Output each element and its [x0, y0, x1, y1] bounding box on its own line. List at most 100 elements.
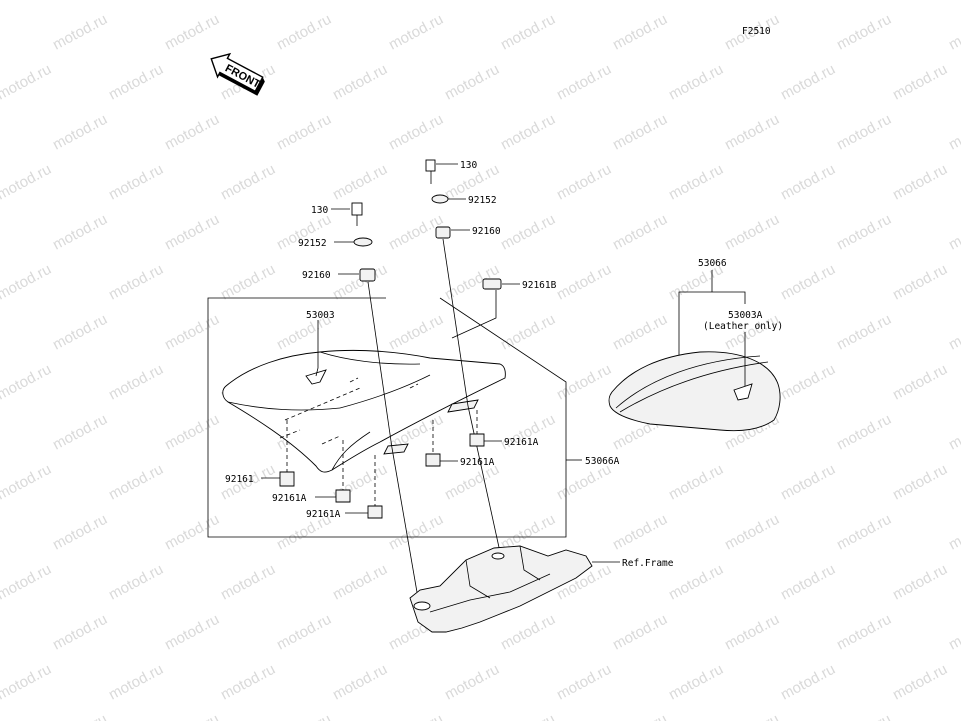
watermark-text: motod.ru — [778, 361, 838, 404]
callout-ref-frame: Ref.Frame — [622, 558, 674, 569]
watermark-text: motod.ru — [890, 61, 950, 104]
watermark-text: motod.ru — [0, 261, 54, 304]
watermark-text: motod.ru — [106, 561, 166, 604]
watermark-text: motod.ru — [386, 11, 446, 54]
watermark-text: motod.ru — [106, 161, 166, 204]
watermark-text: motod.ru — [498, 211, 558, 254]
watermark-text: motod.ru — [330, 661, 390, 704]
watermark-text: motod.ru — [610, 511, 670, 554]
watermark-text: motod.ru — [890, 561, 950, 604]
watermark-text: motod.ru — [666, 461, 726, 504]
watermark-text: motod.ru — [106, 461, 166, 504]
watermark-text: motod.ru — [778, 461, 838, 504]
watermark-text: motod.ru — [218, 0, 278, 4]
watermark-text: motod.ru — [610, 711, 670, 721]
watermark-text: motod.ru — [890, 0, 950, 4]
leader-lines — [261, 163, 520, 514]
watermark-text: motod.ru — [554, 261, 614, 304]
watermark-text: motod.ru — [274, 611, 334, 654]
watermark-text: motod.ru — [554, 0, 614, 4]
callout-92161a-2: 92161A — [306, 509, 341, 520]
damper-icons — [279, 410, 485, 519]
watermark-text: motod.ru — [610, 211, 670, 254]
watermark-text: motod.ru — [162, 711, 222, 721]
watermark-text: motod.ru — [666, 61, 726, 104]
watermark-text: motod.ru — [946, 511, 961, 554]
seat-cover — [608, 332, 781, 432]
watermark-text: motod.ru — [162, 211, 222, 254]
watermark-text: motod.ru — [218, 661, 278, 704]
rider-seat — [222, 349, 506, 473]
watermark-text: motod.ru — [0, 0, 54, 4]
watermark-text: motod.ru — [666, 561, 726, 604]
watermark-text: motod.ru — [274, 711, 334, 721]
watermark-text: motod.ru — [666, 661, 726, 704]
watermark-text: motod.ru — [666, 0, 726, 4]
callout-92161a-3: 92161A — [460, 457, 495, 468]
rear-frame — [409, 545, 620, 633]
watermark-text: motod.ru — [330, 0, 390, 4]
watermark-text: motod.ru — [554, 661, 614, 704]
watermark-text: motod.ru — [778, 161, 838, 204]
watermark-text: motod.ru — [106, 361, 166, 404]
watermark-text: motod.ru — [106, 0, 166, 4]
watermark-text: motod.ru — [834, 611, 894, 654]
watermark-text: motod.ru — [498, 711, 558, 721]
left-fastener-stack — [351, 202, 419, 599]
callout-130-left: 130 — [311, 205, 328, 216]
callout-92152-left: 92152 — [298, 238, 327, 249]
watermark-text: motod.ru — [162, 111, 222, 154]
bolt-right-icon — [425, 159, 436, 172]
watermark-text: motod.ru — [834, 311, 894, 354]
callout-leather-note: (Leather only) — [703, 321, 783, 332]
watermark-text: motod.ru — [330, 61, 390, 104]
watermark-text: motod.ru — [0, 661, 54, 704]
watermark-text: motod.ru — [610, 311, 670, 354]
watermark-text: motod.ru — [554, 161, 614, 204]
watermark-text: motod.ru — [162, 311, 222, 354]
watermark-text: motod.ru — [722, 511, 782, 554]
callout-53066: 53066 — [698, 258, 727, 269]
callout-92161a-1: 92161A — [272, 493, 307, 504]
watermark-text: motod.ru — [554, 61, 614, 104]
watermark-text: motod.ru — [946, 111, 961, 154]
watermark-text: motod.ru — [106, 261, 166, 304]
watermark-text: motod.ru — [50, 411, 110, 454]
watermark-text: motod.ru — [778, 261, 838, 304]
seat-assembly-box — [207, 297, 582, 538]
watermark-text: motod.ru — [50, 611, 110, 654]
figure-code: F2510 — [742, 26, 771, 37]
watermark-text: motod.ru — [946, 311, 961, 354]
watermark-text: motod.ru — [442, 661, 502, 704]
watermark-text: motod.ru — [890, 361, 950, 404]
callout-53066a: 53066A — [585, 456, 620, 467]
watermark-text: motod.ru — [834, 11, 894, 54]
watermark-text: motod.ru — [890, 661, 950, 704]
callout-92161a-4: 92161A — [504, 437, 539, 448]
watermark-text: motod.ru — [834, 111, 894, 154]
watermark-text: motod.ru — [0, 61, 54, 104]
watermark-text: motod.ru — [0, 561, 54, 604]
watermark-text: motod.ru — [218, 161, 278, 204]
watermark-text: motod.ru — [274, 111, 334, 154]
watermark-text: motod.ru — [946, 211, 961, 254]
watermark-text: motod.ru — [386, 511, 446, 554]
watermark-text: motod.ru — [50, 211, 110, 254]
watermark-text: motod.ru — [274, 11, 334, 54]
seat-cover-assy-bracket — [678, 270, 746, 355]
callout-53003: 53003 — [306, 310, 335, 321]
watermark-text: motod.ru — [442, 61, 502, 104]
watermark-text: motod.ru — [498, 311, 558, 354]
watermark-text: motod.ru — [50, 511, 110, 554]
watermark-text: motod.ru — [554, 461, 614, 504]
watermark-text: motod.ru — [778, 0, 838, 4]
bolt-left-icon — [351, 202, 363, 216]
watermark-text: motod.ru — [778, 561, 838, 604]
watermark-text: motod.ru — [162, 411, 222, 454]
watermark-text: motod.ru — [106, 661, 166, 704]
watermark-text: motod.ru — [498, 111, 558, 154]
watermark-text: motod.ru — [722, 611, 782, 654]
watermark-text: motod.ru — [722, 211, 782, 254]
watermark-text: motod.ru — [330, 561, 390, 604]
